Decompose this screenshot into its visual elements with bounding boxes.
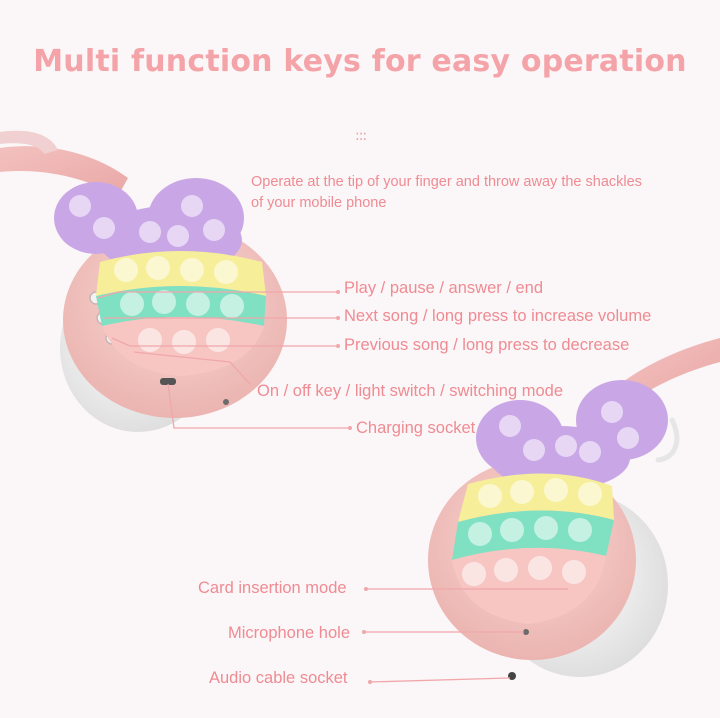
right-mic-hole: [523, 629, 529, 635]
label-audio-cable-socket: Audio cable socket: [209, 669, 348, 687]
label-on-off-key: On / off key / light switch / switching …: [257, 382, 563, 400]
subtitle-text: Operate at the tip of your finger and th…: [251, 174, 642, 211]
left-earcup: [0, 130, 287, 432]
leader-lines: [97, 291, 568, 683]
right-earcup: [428, 338, 720, 680]
left-charging-port: [160, 378, 176, 385]
label-play-pause: Play / pause / answer / end: [344, 279, 544, 297]
label-microphone-hole: Microphone hole: [228, 624, 350, 642]
leader-play: [97, 291, 338, 299]
label-charging-socket: Charging socket: [356, 419, 476, 437]
label-previous-song: Previous song / long press to decrease: [344, 336, 630, 354]
label-card-insertion: Card insertion mode: [198, 579, 347, 597]
label-next-song: Next song / long press to increase volum…: [344, 307, 652, 325]
leader-audio: [369, 677, 511, 683]
leader-dots: [336, 290, 372, 684]
leader-prev: [111, 337, 338, 347]
page-title: Multi function keys for easy operation: [33, 44, 687, 79]
leader-onoff: [133, 351, 251, 385]
leader-charging: [167, 383, 350, 429]
right-audio-socket: [508, 672, 516, 680]
decorative-dots: :::: [355, 128, 367, 144]
